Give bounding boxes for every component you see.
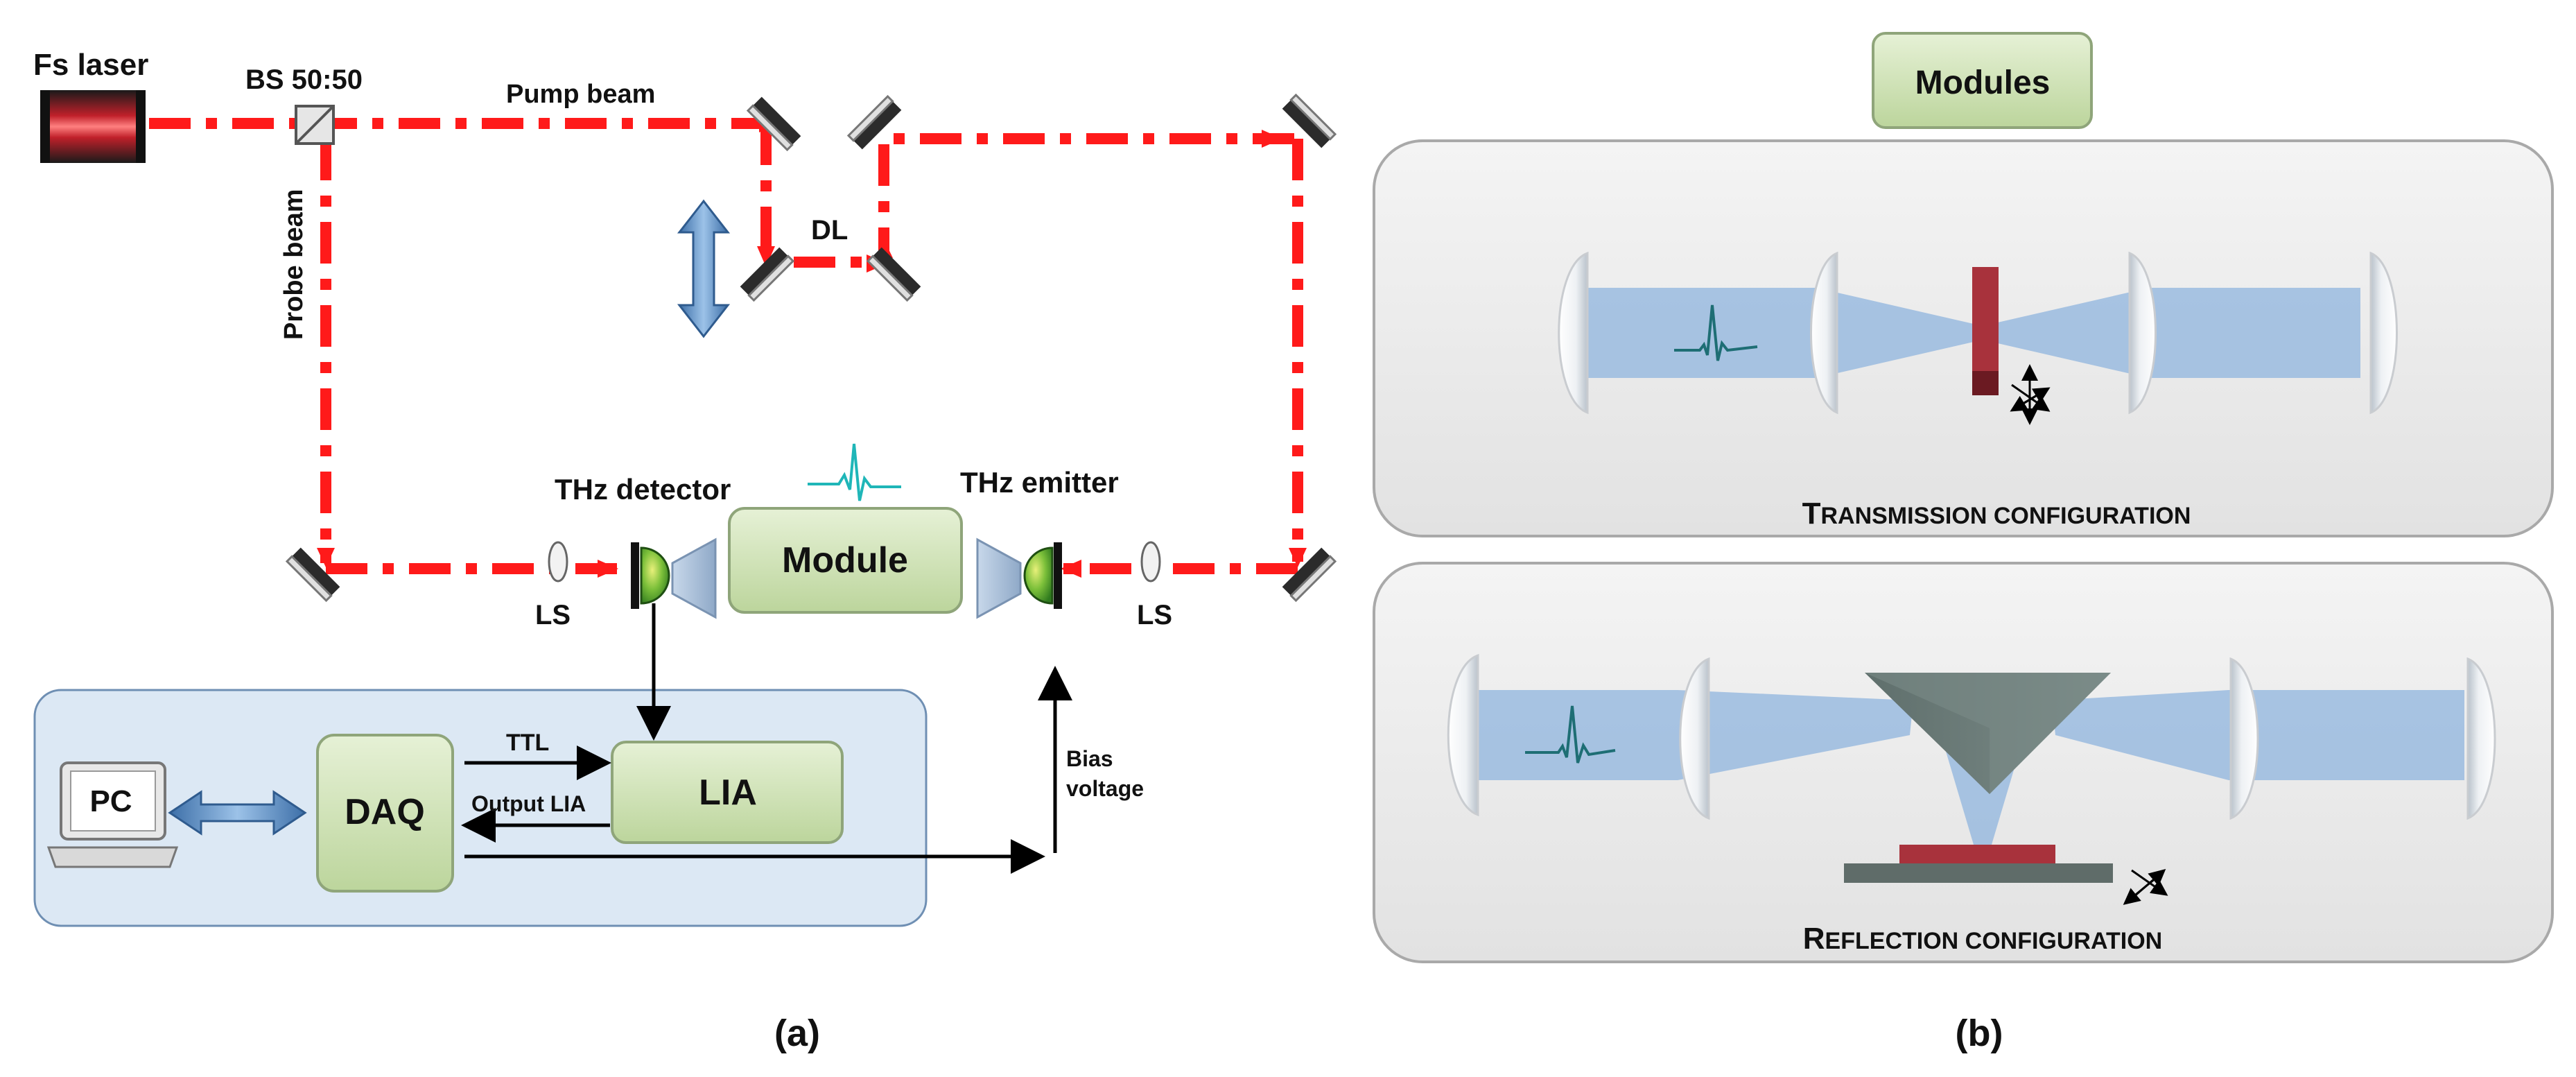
transmission-panel: TRANSMISSION CONFIGURATION — [1373, 139, 2554, 537]
laser-label: Fs laser — [33, 48, 148, 82]
ls-left-label: LS — [535, 600, 571, 630]
daq-box — [316, 734, 454, 893]
bias-label-line1: Bias — [1066, 746, 1113, 771]
module-box — [728, 507, 963, 614]
beam-arrowhead — [1262, 130, 1282, 148]
delay-line-arrow — [677, 199, 731, 338]
fs-laser — [40, 90, 146, 163]
beam-arrowhead — [598, 560, 618, 578]
emitter-label: THz emitter — [960, 466, 1119, 499]
panel-b: Modules — [1373, 32, 2554, 1054]
pc-label: PC — [89, 784, 132, 818]
pump-beam-label: Pump beam — [506, 80, 655, 109]
panel-a: Fs laser BS 50:50 Pump beam P — [33, 48, 1337, 1054]
reflection-caption: REFLECTION CONFIGURATION — [1803, 922, 2162, 956]
lia-box — [611, 741, 844, 844]
thz-emitter — [976, 537, 1062, 619]
panel-b-caption: (b) — [1956, 1013, 2003, 1054]
beamsplitter-label: BS 50:50 — [245, 64, 363, 95]
reflection-sample — [1899, 845, 2055, 865]
mirror-dl-right — [866, 247, 921, 302]
lens-r3 — [2229, 657, 2259, 820]
bias-label-line2: voltage — [1066, 776, 1144, 801]
lens-t3 — [2128, 251, 2157, 415]
lens-right — [1140, 541, 1161, 583]
mirror-dl-left — [740, 247, 795, 302]
reflection-pulse — [1525, 705, 1616, 764]
stage-move-arrows — [2123, 869, 2168, 905]
mirror-top-right — [1282, 93, 1337, 148]
transmission-pulse — [1674, 304, 1758, 361]
ls-right-label: LS — [1137, 600, 1172, 630]
output-lia-label: Output LIA — [471, 791, 586, 816]
beam-splitter — [295, 105, 335, 145]
laser-beams — [149, 114, 1307, 578]
panel-a-caption: (a) — [774, 1013, 820, 1054]
probe-beam-label: Probe beam — [279, 189, 308, 340]
beam-arrowhead — [757, 246, 775, 267]
beam-arrowhead — [317, 548, 335, 567]
delay-line-label: DL — [811, 215, 848, 245]
reflection-stage — [1844, 863, 2113, 883]
lens-r1 — [1447, 653, 1479, 817]
thz-pulse-waveform — [808, 443, 901, 501]
beam-arrowhead — [1061, 560, 1081, 578]
lia-label: LIA — [699, 773, 757, 813]
beam-arrowhead — [1289, 548, 1307, 567]
lens-r2 — [1679, 657, 1710, 820]
mirror-bottom-left — [285, 547, 340, 603]
ttl-label: TTL — [506, 730, 549, 756]
mirror-bottom-right — [1282, 547, 1337, 603]
detector-label: THz detector — [555, 473, 731, 506]
reflection-panel: REFLECTION CONFIGURATION — [1373, 562, 2554, 963]
modules-title-box — [1872, 32, 2093, 129]
mirror-top-return — [846, 94, 902, 150]
mirror-top-pump — [746, 96, 801, 152]
lens-t1 — [1558, 251, 1589, 415]
daq-label: DAQ — [345, 792, 425, 832]
lens-t2 — [1810, 251, 1838, 415]
lens-t4 — [2369, 251, 2398, 415]
module-label: Module — [782, 540, 908, 580]
thz-detector — [631, 537, 717, 619]
pc-icon — [46, 761, 179, 868]
pc-daq-link-arrow — [168, 790, 307, 836]
transmission-caption: TRANSMISSION CONFIGURATION — [1802, 497, 2191, 531]
modules-title: Modules — [1915, 64, 2051, 101]
lens-r4 — [2466, 657, 2496, 820]
lens-left — [548, 541, 568, 583]
sample-move-arrows — [2010, 364, 2051, 425]
